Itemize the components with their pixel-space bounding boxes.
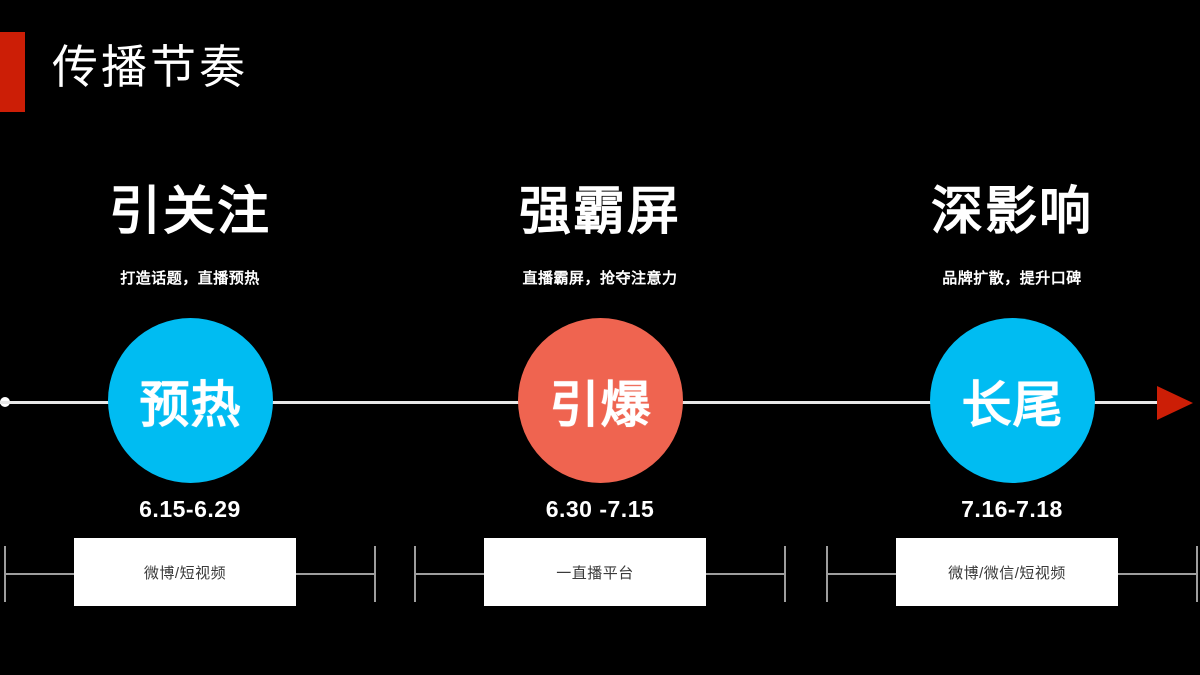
timeline-stage-1: 引关注 打造话题，直播预热 预热 6.15-6.29 微博/短视频 bbox=[0, 0, 390, 675]
bracket-rule-right bbox=[1102, 573, 1198, 575]
stage-channel-bracket: 微博/短视频 bbox=[4, 538, 376, 614]
bracket-rule-left bbox=[414, 573, 510, 575]
stage-channel-box: 一直播平台 bbox=[484, 538, 706, 606]
bracket-tick-right bbox=[374, 546, 376, 602]
title-accent-marker bbox=[0, 32, 25, 112]
timeline-stage-3: 深影响 品牌扩散，提升口碑 长尾 7.16-7.18 微博/微信/短视频 bbox=[812, 0, 1200, 675]
bracket-tick-right bbox=[784, 546, 786, 602]
bracket-rule-left bbox=[4, 573, 100, 575]
bracket-tick-right bbox=[1196, 546, 1198, 602]
stage-heading: 深影响 bbox=[930, 183, 1093, 241]
stage-heading: 强霸屏 bbox=[518, 183, 681, 241]
bracket-rule-left bbox=[826, 573, 922, 575]
timeline-stage-2: 强霸屏 直播霸屏，抢夺注意力 引爆 6.30 -7.15 一直播平台 bbox=[400, 0, 800, 675]
stage-milestone-circle: 预热 bbox=[108, 318, 273, 483]
stage-channel-box: 微博/短视频 bbox=[74, 538, 296, 606]
page-title: 传播节奏 bbox=[52, 41, 248, 93]
stage-date-range: 6.30 -7.15 bbox=[545, 496, 655, 522]
stage-subtitle: 品牌扩散，提升口碑 bbox=[942, 270, 1082, 287]
stage-date-range: 6.15-6.29 bbox=[139, 496, 241, 522]
stage-heading: 引关注 bbox=[108, 183, 271, 241]
stage-date-range: 7.16-7.18 bbox=[961, 496, 1063, 522]
stage-milestone-circle: 引爆 bbox=[518, 318, 683, 483]
stage-subtitle: 打造话题，直播预热 bbox=[120, 270, 260, 287]
arrow-right-icon bbox=[1157, 386, 1193, 420]
stage-milestone-circle: 长尾 bbox=[930, 318, 1095, 483]
stage-channel-bracket: 微博/微信/短视频 bbox=[826, 538, 1198, 614]
bracket-rule-right bbox=[690, 573, 786, 575]
stage-subtitle: 直播霸屏，抢夺注意力 bbox=[522, 270, 678, 287]
bracket-rule-right bbox=[280, 573, 376, 575]
stage-channel-box: 微博/微信/短视频 bbox=[896, 538, 1118, 606]
stage-channel-bracket: 一直播平台 bbox=[414, 538, 786, 614]
slide-header: 传播节奏 bbox=[0, 0, 1200, 140]
